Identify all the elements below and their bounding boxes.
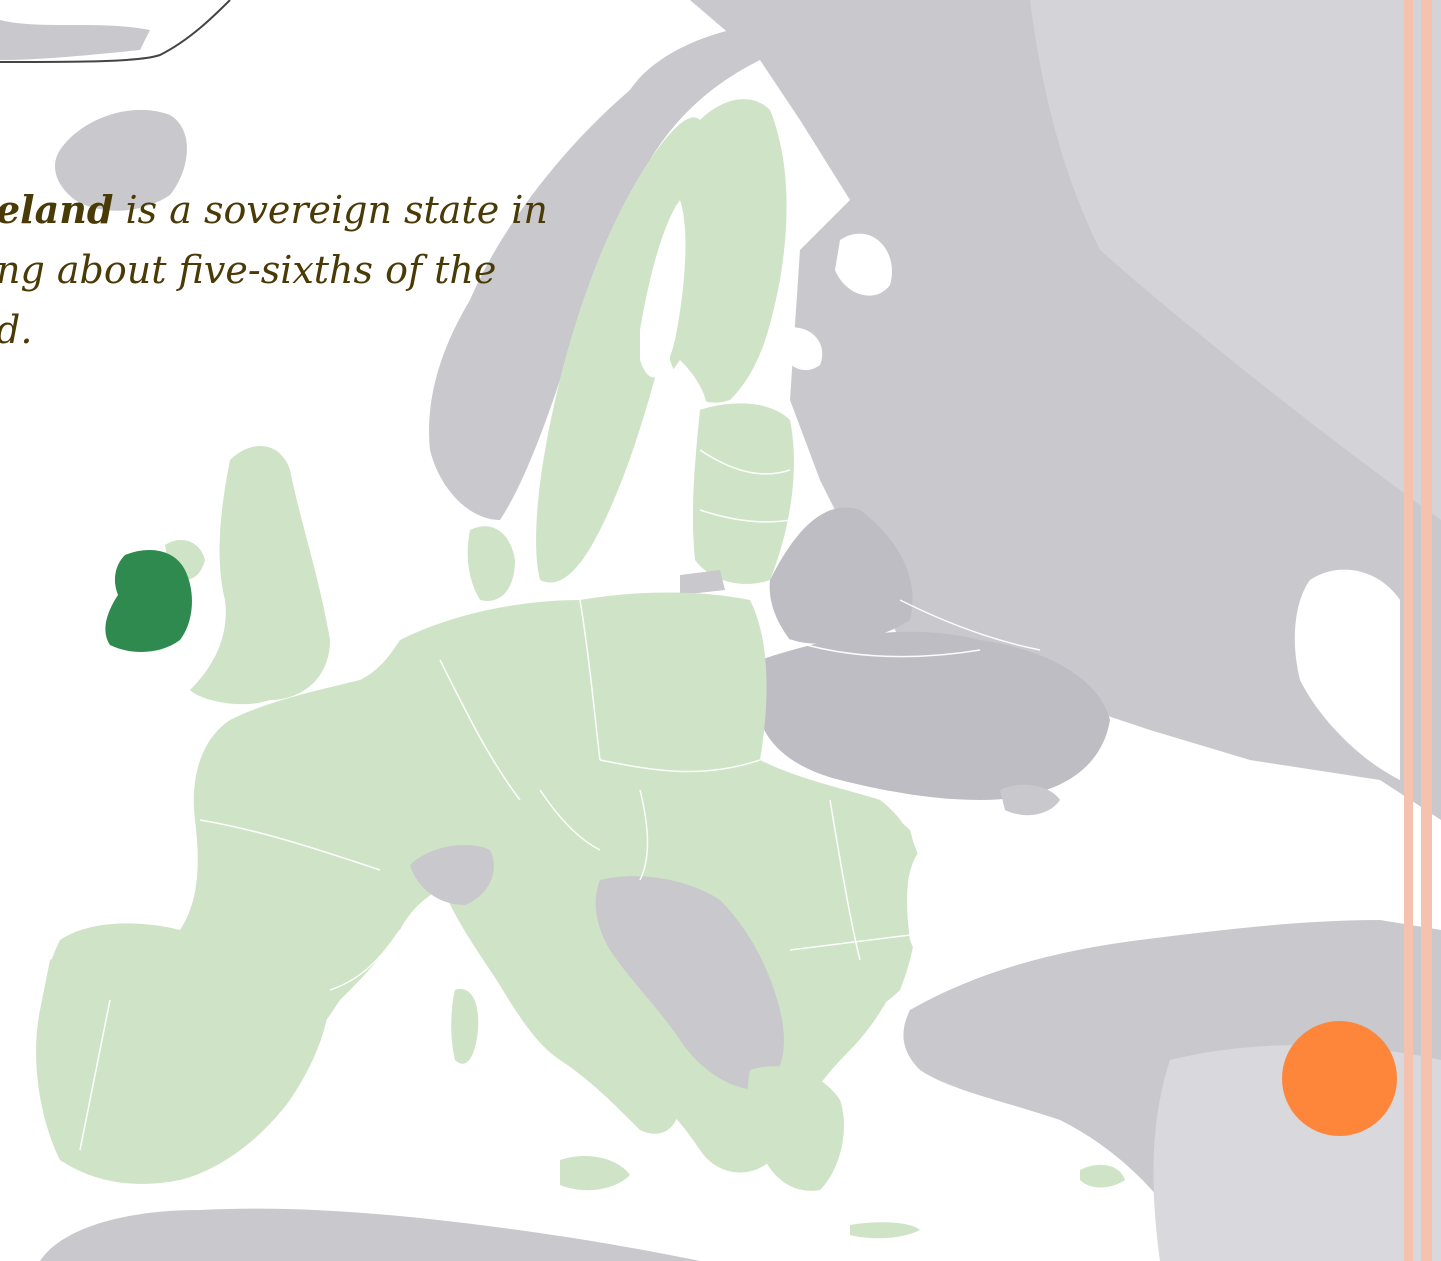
crete	[850, 1222, 920, 1239]
iberia	[36, 934, 330, 1184]
sweden	[536, 117, 701, 583]
russia-northeast-light	[1030, 0, 1441, 520]
finland	[670, 99, 787, 403]
caption-line1-rest: is a sovereign state in	[113, 188, 548, 232]
cyprus	[1080, 1164, 1125, 1188]
gulf-of-bothnia	[640, 200, 686, 378]
north-africa	[40, 1208, 700, 1261]
norway	[429, 30, 760, 520]
white-sea	[835, 233, 892, 296]
italy	[440, 876, 680, 1134]
orange-dot-icon	[1282, 1021, 1397, 1136]
sardinia	[451, 989, 479, 1064]
baltic-states	[692, 403, 794, 584]
frame-bar-inner	[1421, 0, 1432, 1261]
greenland-fragment	[0, 20, 150, 60]
romania-bulgaria	[750, 796, 919, 1024]
kaliningrad	[680, 570, 725, 595]
map-caption: eland is a sovereign state in ng about f…	[0, 180, 636, 360]
denmark	[467, 526, 515, 601]
switzerland	[410, 845, 494, 905]
greece	[747, 1066, 844, 1191]
caspian-sea	[1294, 569, 1400, 780]
western-balkans	[595, 876, 784, 1090]
caption-line2: ng about five-sixths of the	[0, 248, 497, 292]
black-sea	[907, 810, 1222, 974]
great-britain	[190, 446, 330, 705]
baltic-sea	[600, 360, 709, 591]
inset-frame-curve	[0, 0, 231, 63]
caption-line3: d.	[0, 308, 33, 352]
iceland	[55, 109, 187, 211]
crimea	[1000, 784, 1060, 816]
caption-bold-lead: eland	[0, 187, 114, 232]
ireland	[105, 550, 192, 652]
country-borders	[79, 449, 1041, 1151]
lake-ladoga	[779, 327, 823, 371]
ukraine	[760, 631, 1110, 800]
frame-bar-outer	[1404, 0, 1413, 1261]
belarus	[769, 507, 913, 644]
sicily	[560, 1155, 630, 1191]
